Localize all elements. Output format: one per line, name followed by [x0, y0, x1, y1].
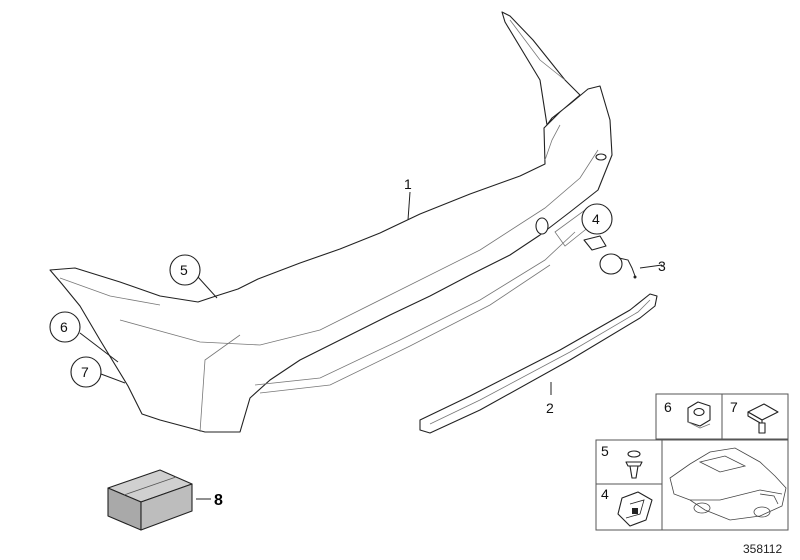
kit-grid [595, 393, 789, 531]
rear-bumper[interactable] [49, 11, 613, 433]
callout-3-label: 3 [658, 258, 666, 274]
callout-2-label: 2 [546, 400, 554, 416]
trim-strip[interactable] [419, 293, 658, 434]
callout-5-label: 5 [180, 262, 188, 278]
callout-8: 8 [214, 492, 223, 509]
document-number: 358112 [743, 542, 782, 556]
callout-4: 4 [581, 203, 613, 235]
callout-1: 1 [404, 176, 412, 192]
kit-rivet-label: 5 [601, 443, 609, 459]
callout-7: 7 [70, 356, 102, 388]
callout-8-label: 8 [214, 492, 223, 509]
parts-box[interactable] [107, 469, 193, 531]
callout-7-label: 7 [81, 364, 89, 380]
kit-nut-label: 6 [664, 399, 672, 415]
cap-with-wire[interactable] [599, 253, 637, 279]
callout-6-label: 6 [60, 319, 68, 335]
leader-lines [79, 191, 663, 500]
kit-clip-square-cell[interactable]: 7 [730, 399, 779, 434]
callout-2: 2 [546, 400, 554, 416]
callout-5: 5 [169, 254, 201, 286]
kit-bracket-cell[interactable]: 4 [601, 486, 653, 527]
adhesive-pad[interactable] [583, 235, 607, 251]
kit-rivet-cell[interactable]: 5 [601, 443, 643, 479]
kit-clip-square-label: 7 [730, 399, 738, 415]
vehicle-locator-sketch [669, 447, 787, 521]
kit-nut-cell[interactable]: 6 [664, 399, 711, 429]
callout-6: 6 [49, 311, 81, 343]
callout-3: 3 [658, 258, 666, 274]
callout-4-label: 4 [592, 211, 600, 227]
kit-bracket-label: 4 [601, 486, 609, 502]
callout-1-label: 1 [404, 176, 412, 192]
